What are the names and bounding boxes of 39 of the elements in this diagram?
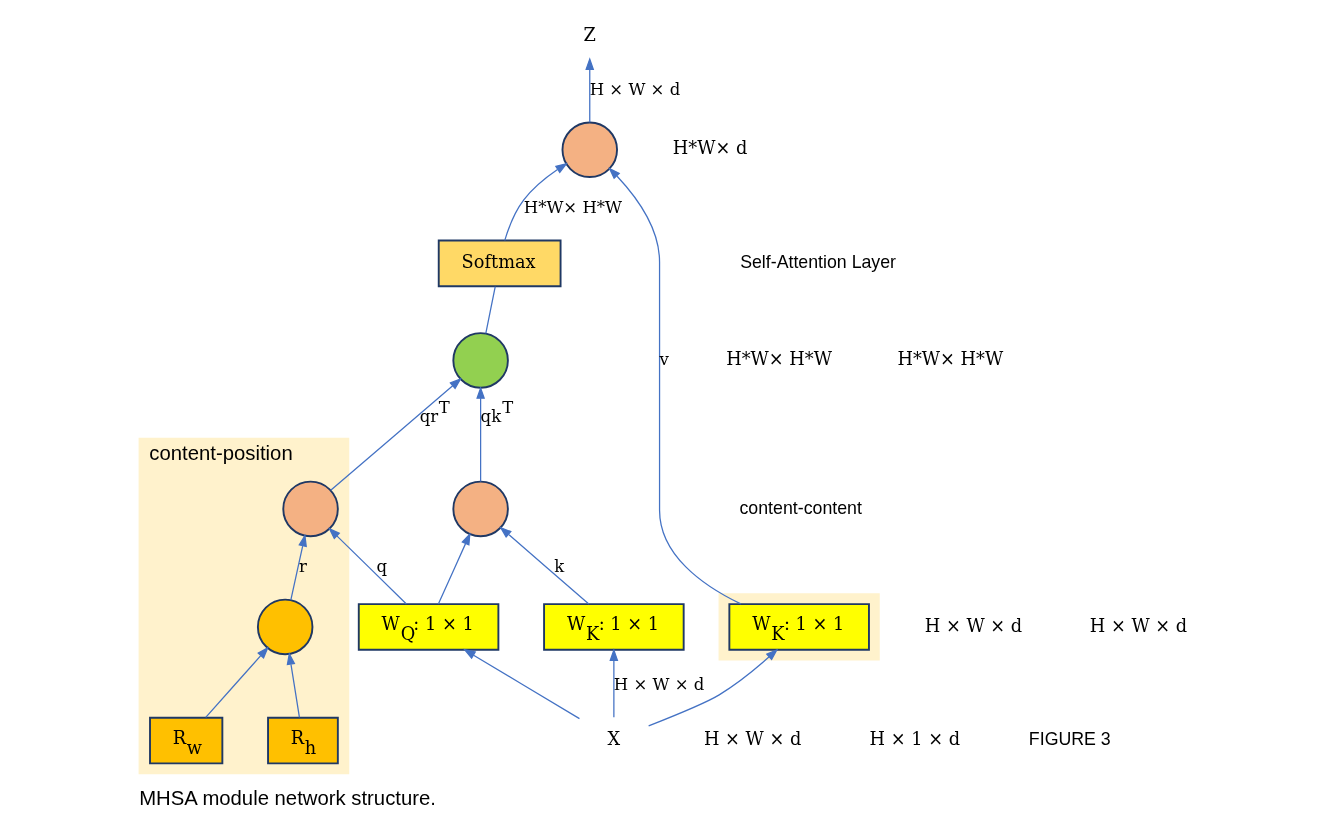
arrow [585, 57, 595, 123]
edge-label: H × W × d [589, 80, 681, 100]
label: FIGURE 3 [1028, 729, 1111, 750]
label: H × 1 × d [869, 729, 961, 750]
edge-label: H × W × d [613, 675, 705, 695]
label: content-content [739, 497, 862, 518]
label: H*W× H*W [726, 349, 832, 370]
arrow [504, 162, 568, 242]
edge-label: r [299, 557, 308, 577]
label: H*W× d [672, 138, 748, 159]
arrow [499, 526, 590, 605]
node-circle [561, 121, 618, 178]
caption: MHSA module network structure. [139, 786, 436, 809]
arrow [437, 532, 471, 605]
arrow [290, 533, 307, 601]
connector [485, 285, 496, 334]
label: H × W × d [924, 615, 1023, 636]
node-text: X [607, 729, 621, 750]
arrow [608, 167, 742, 605]
node-circle [256, 598, 314, 656]
arrow [328, 527, 408, 605]
arrow [330, 377, 462, 491]
label: H × W × d [703, 729, 802, 750]
node-circle [452, 332, 509, 389]
arrow [463, 648, 581, 720]
arrow [609, 648, 619, 718]
arrow [648, 648, 779, 727]
node-box: Softmax [437, 239, 562, 288]
edge-label: q [376, 557, 388, 577]
arrow [476, 386, 486, 483]
label: H*W× H*W [897, 349, 1004, 370]
edge-label: k [554, 557, 565, 577]
node-circle [452, 480, 509, 538]
arrow [286, 652, 301, 718]
label: Self-Attention Layer [740, 252, 897, 273]
label: H × W × d [1089, 615, 1188, 636]
edge-label: H*W× H*W [523, 198, 622, 218]
node-text: Z [583, 24, 596, 45]
arrow [205, 646, 269, 718]
